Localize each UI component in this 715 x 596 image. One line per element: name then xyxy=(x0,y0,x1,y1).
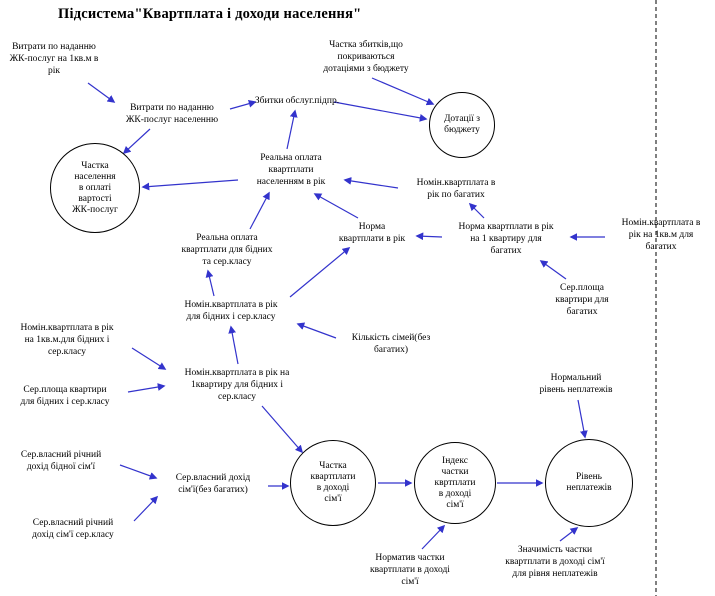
arrow-norma-1kv-bahati-to-nomin-bahati xyxy=(468,202,485,219)
level-node-riven-neplatezhiv: Рівень неплатежів xyxy=(545,439,633,527)
variable-label-ser-ploshcha-bidni: Сер.площа квартири для бідних і сер.клас… xyxy=(20,385,110,407)
arrow-ser-dohid-bidna-to-ser-dohid-sim xyxy=(119,464,158,480)
level-node-chastka-kvartplaty: Частка квартплати в доході сім'ї xyxy=(290,440,376,526)
arrow-realna-bidni-to-realna-naselennia xyxy=(249,191,270,230)
arrow-nomin-1kv-bidni-to-nomin-bidni xyxy=(228,325,239,365)
arrow-zbytky-to-dotatsii xyxy=(333,101,428,122)
diagram-title: Підсистема"Квартплата і доходи населення… xyxy=(58,6,362,22)
level-node-indeks: Індекс частки квртплати в доході сім'ї xyxy=(414,442,496,524)
arrow-vytraty-naselennia-to-zbytky xyxy=(229,99,257,110)
variable-label-znachymist: Значимість частки квартплати в доході сі… xyxy=(505,545,605,579)
level-node-dotatsii: Дотації з бюджету xyxy=(429,92,495,158)
variable-label-ser-dohid-sim: Сер.власний дохід сім'ї(без багатих) xyxy=(175,473,251,495)
arrow-vytraty-naselennia-to-chastka-naselennia xyxy=(122,128,151,155)
arrow-realna-naselennia-to-zbytky xyxy=(286,109,298,150)
arrow-ser-dohid-serklas-to-ser-dohid-sim xyxy=(133,495,159,522)
variable-label-zbytky: Збитки обслуг.підпр. xyxy=(254,96,340,106)
arrow-ser-ploshcha-bahati-to-norma-1kv-bahati xyxy=(539,260,567,280)
arrow-realna-naselennia-to-chastka-naselennia xyxy=(141,179,239,191)
arrow-normalnyi-riven-to-riven-neplatezhiv xyxy=(577,399,588,439)
variable-label-nomin-1kvm-bahati: Номін.квартплата в рік на 1кв.м для бага… xyxy=(621,218,701,252)
arrow-ser-ploshcha-bidni-to-nomin-1kv-bidni xyxy=(127,383,166,393)
variable-label-ser-ploshcha-bahati: Сер.площа квартири для багатих xyxy=(555,283,609,317)
arrow-nomin-bidni-to-realna-bidni xyxy=(205,269,215,297)
arrow-norma-1kv-bahati-to-norma-rik xyxy=(415,232,443,241)
variable-label-nomin-bahati: Номін.квартплата в рік по багатих xyxy=(416,178,496,200)
arrow-vytraty-1kvm-to-vytraty-naselennia xyxy=(87,82,116,103)
arrow-chastka-zbytkiv-to-dotatsii xyxy=(371,77,435,106)
variable-label-ser-dohid-serklas: Сер.власний річний дохід сім'ї сер.класу xyxy=(32,518,114,540)
variable-label-nomin-1kv-bidni: Номін.квартплата в рік на 1квартиру для … xyxy=(184,368,290,402)
arrow-nomin-bahati-to-realna-naselennia xyxy=(343,177,399,189)
variable-label-normalnyi-riven: Нормальний рівень неплатежів xyxy=(539,373,613,395)
variable-label-norma-1kv-bahati: Норма квартплати в рік на 1 квартиру для… xyxy=(458,222,554,256)
variable-label-vytraty-1kvm: Витрати по наданню ЖК-послуг на 1кв.м в … xyxy=(9,42,99,76)
variable-label-ser-dohid-bidna: Сер.власний річний дохід бідної сім'ї xyxy=(20,450,102,472)
variable-label-realna-naselennia: Реальна оплата квартплати населенням в р… xyxy=(256,153,326,187)
variable-label-vytraty-naselennia: Витрати по наданню ЖК-послуг населенню xyxy=(125,103,219,125)
variable-label-realna-bidni: Реальна оплата квартплати для бідних та … xyxy=(181,233,273,267)
arrow-nomin-1kvm-bidni-to-nomin-1kv-bidni xyxy=(131,347,167,370)
variable-label-chastka-zbytkiv: Частка збитків,що покриваються дотаціями… xyxy=(323,40,409,74)
arrow-kilkist-simei-to-nomin-bidni xyxy=(296,322,337,339)
variable-label-nomin-bidni: Номін.квартплата в рік для бідних і сер.… xyxy=(184,300,278,322)
variable-label-nomin-1kvm-bidni: Номін.квартплата в рік на 1кв.м.для бідн… xyxy=(20,323,114,357)
variable-label-normatyv: Норматив частки квартплати в доході сім'… xyxy=(370,553,450,587)
variable-label-norma-rik: Норма квартплати в рік xyxy=(338,222,406,244)
variable-label-kilkist-simei: Кількість сімей(без багатих) xyxy=(351,333,431,355)
arrow-nomin-1kv-bidni-to-chastka-kvartplaty xyxy=(261,405,304,454)
arrow-norma-rik-to-realna-naselennia xyxy=(313,193,359,219)
arrow-normatyv-to-indeks xyxy=(421,524,446,550)
arrow-znachymist-to-riven-neplatezhiv xyxy=(559,527,579,542)
arrow-nomin-bidni-to-norma-rik xyxy=(289,247,351,298)
level-node-chastka-naselennia: Частка населення в оплаті вартості ЖК-по… xyxy=(50,143,140,233)
